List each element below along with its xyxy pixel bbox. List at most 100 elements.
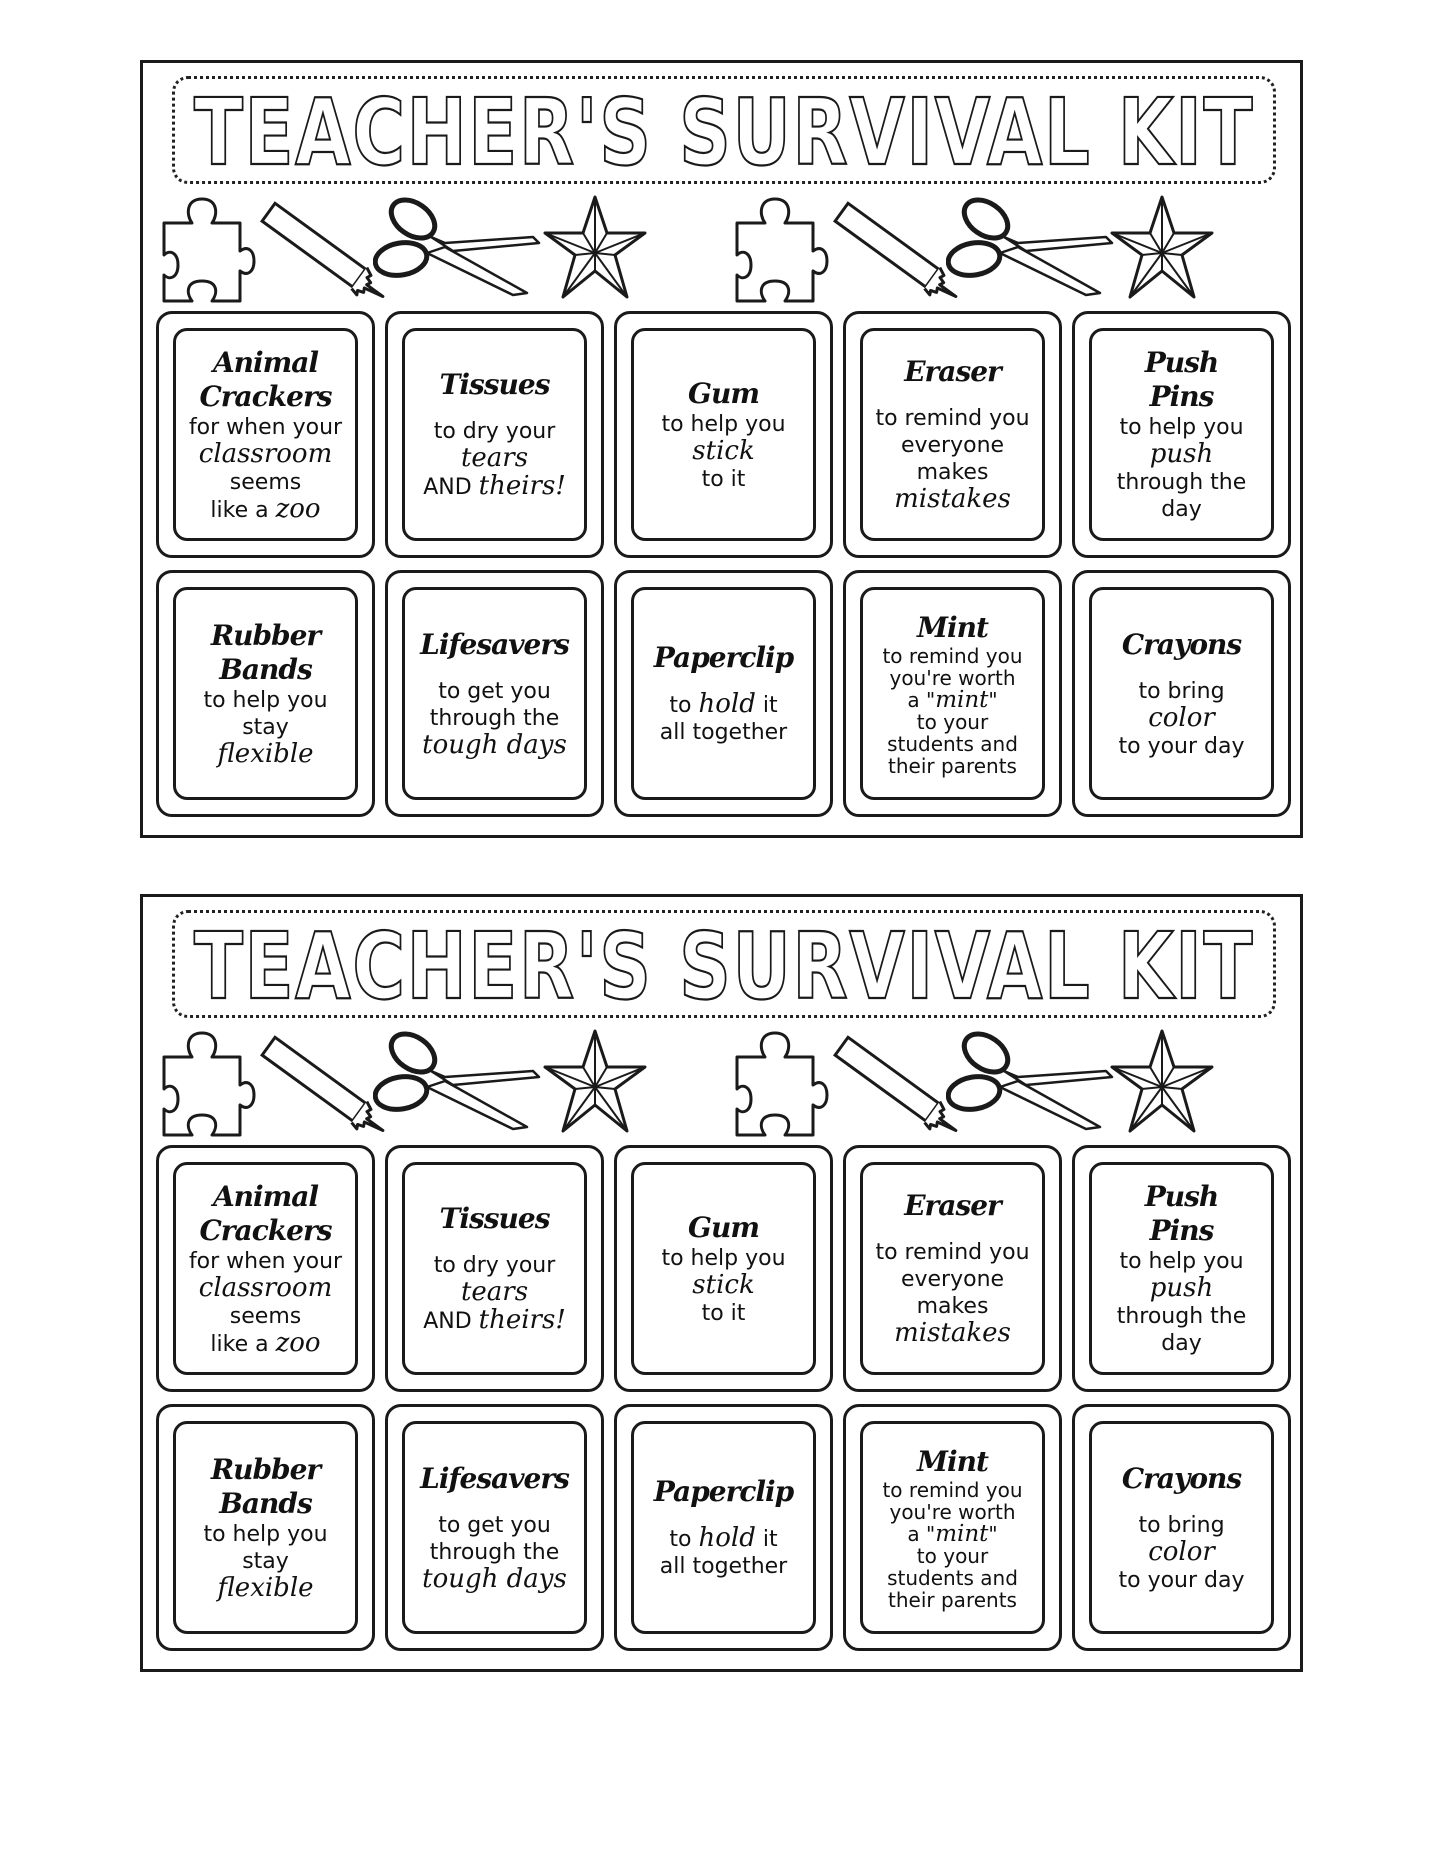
emphasis-text: color (1148, 1536, 1215, 1567)
body-text: all together (659, 1554, 788, 1579)
scissors-icon (945, 193, 1116, 303)
emphasis-text: color (1148, 702, 1215, 733)
body-text: " (988, 687, 998, 712)
puzzle-piece-icon (156, 195, 256, 315)
card-text-line: for when your (189, 414, 342, 441)
card-text-line: to it (702, 466, 746, 493)
emphasis-text: classroom (198, 438, 333, 469)
body-text: seems (229, 1303, 302, 1329)
card-title: Lifesavers (420, 1461, 570, 1495)
puzzle-piece-icon (729, 195, 829, 315)
body-text: day (1161, 497, 1202, 522)
emphasis-text: push (1149, 439, 1214, 469)
crayon-icon (826, 201, 966, 311)
card-text-line: to help you (1119, 414, 1243, 441)
body-text: to remind you (882, 1477, 1023, 1502)
card-title: Crackers (199, 379, 333, 413)
emphasis-text: tears (460, 1277, 529, 1307)
card-text-line: all together (660, 719, 787, 746)
emphasis-text: tough days (422, 729, 567, 760)
card-text-line: you're worth (889, 1501, 1015, 1523)
card-text-line: a "mint" (907, 1520, 997, 1547)
card-title: Lifesavers (420, 627, 570, 661)
body-text: to (669, 693, 699, 718)
body-text: stay (242, 1548, 289, 1574)
emphasis-text: mistakes (894, 1318, 1011, 1348)
body-text: makes (916, 1294, 989, 1319)
emphasis-text: stick (692, 1269, 755, 1300)
card-text-line: their parents (888, 1589, 1017, 1611)
card-title: Push (1144, 1180, 1220, 1213)
body-text: you're worth (889, 1499, 1016, 1524)
emphasis-text: theirs! (478, 1305, 566, 1335)
star-icon (1110, 1027, 1215, 1142)
emphasis-text: flexible (217, 1572, 314, 1603)
body-text: to dry your (433, 419, 556, 444)
card-title: Gum (688, 1210, 760, 1244)
card-text-line: color (1148, 1536, 1215, 1567)
body-text: to get you (438, 678, 551, 704)
body-text: to help you (203, 687, 328, 713)
body-text: like a (210, 497, 276, 523)
card-text-line: day (1161, 1330, 1201, 1357)
card-text-line: seems (230, 469, 301, 496)
card-text-line: mistakes (894, 1320, 1011, 1348)
body-text: their parents (888, 753, 1017, 778)
scissors-icon (945, 1027, 1116, 1137)
puzzle-piece-icon (729, 1029, 829, 1149)
crayon-icon (826, 1035, 966, 1145)
card-text-line: to dry your (434, 1252, 556, 1279)
body-text: to help you (661, 411, 786, 437)
card-text-line: stay (242, 714, 289, 741)
body-text: to help you (1119, 415, 1244, 440)
emphasis-text: stick (692, 435, 755, 466)
card-text-line: to your day (1118, 1567, 1244, 1594)
body-text: everyone (900, 433, 1005, 458)
emphasis-text: mint (935, 1520, 989, 1547)
body-text: for when your (188, 414, 343, 440)
card-text-line: to hold it (669, 1525, 777, 1553)
body-text: AND (423, 1309, 479, 1334)
card-title: Pins (1149, 380, 1215, 413)
body-text: to get you (438, 1512, 551, 1538)
card-text-line: mistakes (894, 486, 1011, 514)
svg-text:TEACHER'S SURVIVAL KIT: TEACHER'S SURVIVAL KIT (194, 914, 1254, 1014)
star-icon (1110, 193, 1215, 308)
body-text: to it (701, 1300, 746, 1326)
card-text-line: through the (430, 705, 560, 732)
card-text-line: flexible (217, 1572, 314, 1603)
card-text-line: to your day (1118, 733, 1244, 760)
card-title: Animal (212, 1179, 319, 1213)
body-text: to dry your (433, 1253, 556, 1278)
card-text-line: push (1150, 1275, 1213, 1303)
body-text: seems (229, 469, 302, 495)
body-text: day (1161, 1331, 1202, 1356)
card-text-line: their parents (888, 755, 1017, 777)
card-text-line: a "mint" (907, 687, 998, 712)
emphasis-text: hold (698, 1523, 756, 1553)
card-title: Pins (1149, 1214, 1215, 1247)
card-title: Rubber (210, 1452, 321, 1486)
body-text: through the (1116, 470, 1247, 495)
body-text: to your day (1118, 733, 1245, 759)
